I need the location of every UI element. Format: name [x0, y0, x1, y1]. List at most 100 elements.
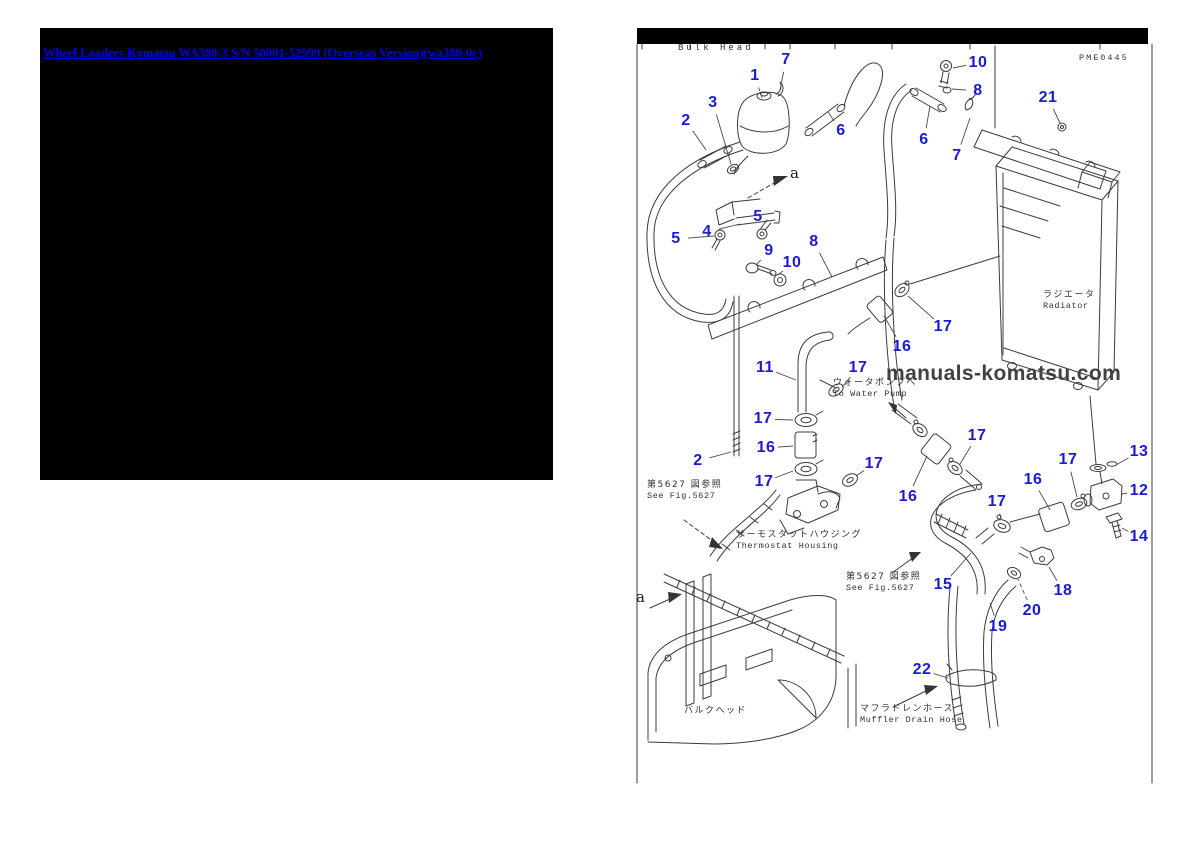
upper-hose-chain: [847, 255, 1001, 335]
diagram-frame: [636, 43, 1153, 784]
part-number-6: 6: [919, 131, 929, 148]
label-japanese: 第5627 図参照: [647, 480, 723, 490]
part-number-17: 17: [754, 473, 774, 490]
part-number-10: 10: [782, 254, 802, 271]
leader-line: [1048, 566, 1058, 581]
label-japanese: マフラドレンホース: [860, 704, 955, 714]
leader-line: [692, 130, 707, 151]
doc-code: PME0445: [1079, 53, 1129, 63]
hose-15: [891, 483, 986, 595]
part-number-16: 16: [756, 439, 776, 456]
drain-valve-chain: [975, 395, 1123, 545]
leader-line: [925, 105, 931, 129]
redacted-diagram-title-bar: [637, 28, 1148, 44]
radiator-box: [995, 146, 1121, 391]
redacted-parts-list-block: [40, 28, 553, 480]
part-number-20: 20: [1022, 602, 1042, 619]
part-number-17: 17: [987, 493, 1007, 510]
part-number-17: 17: [1058, 451, 1078, 468]
part-number-12: 12: [1129, 482, 1149, 499]
leader-line: [1070, 471, 1078, 498]
leader-line: [952, 64, 967, 69]
part-number-16: 16: [898, 488, 918, 505]
leader-lines: [687, 64, 1129, 679]
label-japanese: ウォータポンプへ: [833, 378, 917, 388]
leader-line: [819, 252, 833, 278]
label-japanese: バルクヘッド: [684, 706, 748, 716]
leader-line: [1052, 108, 1061, 124]
leader-line: [718, 223, 741, 230]
leader-line: [779, 71, 785, 91]
leader-line: [776, 371, 797, 381]
hose-11-column: [794, 331, 844, 476]
leader-line: [777, 270, 784, 276]
leader-line: [960, 117, 971, 145]
fitting-18-group: [983, 546, 1055, 633]
section-arrow-a-lower: [649, 592, 682, 609]
leader-line: [758, 87, 763, 99]
part-number-16: 16: [892, 338, 912, 355]
leader-line: [755, 259, 762, 266]
parts-diagram-drawing: [636, 43, 1153, 784]
bracket-plate: [707, 256, 888, 340]
part-number-14: 14: [1129, 528, 1149, 545]
part-number-11: 11: [756, 359, 774, 376]
leader-line: [709, 451, 732, 459]
fitting-cluster: [711, 198, 787, 287]
part-number-5: 5: [753, 208, 763, 225]
label-english: See Fig.5627: [647, 491, 716, 502]
thermostat-housing-shape: [779, 473, 858, 535]
radiator-top-bracket: [883, 45, 1107, 407]
leader-line: [1038, 490, 1051, 511]
part-number-17: 17: [753, 410, 773, 427]
part-number-4: 4: [702, 223, 712, 240]
tube-and-clamp: [697, 145, 740, 175]
label-english: See Fig.5627: [846, 583, 915, 594]
diagram-label-bulk-head-bottom: バルクヘッド: [684, 706, 747, 717]
leader-line: [827, 111, 835, 122]
label-japanese: 第5627 図参照: [846, 572, 922, 582]
model-breadcrumb-link[interactable]: Wheel Loaders Komatsu WA380-3 S/N 50001-…: [43, 46, 482, 60]
bulk-head-label: Bulk Head: [678, 43, 754, 53]
leader-line: [777, 445, 794, 448]
part-number-10: 10: [968, 54, 988, 71]
part-number-18: 18: [1053, 582, 1073, 599]
part-number-17: 17: [848, 359, 868, 376]
part-number-7: 7: [781, 51, 791, 68]
watermark: manuals-komatsu.com: [886, 362, 1122, 385]
leader-line: [1115, 457, 1129, 466]
bulkhead-panel: [647, 573, 857, 745]
water-pump-chain: [888, 402, 983, 491]
part-number-8: 8: [973, 82, 983, 99]
part-number-7: 7: [952, 147, 962, 164]
leader-line: [989, 602, 995, 616]
overflow-hose: [804, 62, 883, 137]
leader-line: [883, 315, 897, 337]
leader-line: [950, 552, 972, 577]
label-japanese: ラジエータ: [1043, 290, 1096, 300]
label-japanese: サーモスタットハウジング: [736, 530, 863, 540]
leader-line: [841, 376, 851, 388]
leader-line: [912, 455, 928, 487]
label-english: To Water Pump: [833, 389, 908, 400]
part-number-21: 21: [1038, 89, 1058, 106]
section-marker-a-0: a: [790, 164, 799, 182]
part-number-22: 22: [912, 661, 932, 678]
part-number-8: 8: [809, 233, 819, 250]
reservoir-tank: [733, 81, 790, 175]
part-number-13: 13: [1129, 443, 1149, 460]
part-number-2: 2: [681, 112, 691, 129]
label-english: Thermostat Housing: [736, 541, 839, 552]
part-number-2: 2: [693, 452, 703, 469]
part-number-5: 5: [671, 230, 681, 247]
label-english: Radiator: [1043, 301, 1089, 312]
label-english: Muffler Drain Hose: [860, 715, 963, 726]
part-number-3: 3: [708, 94, 718, 111]
leader-line: [1017, 578, 1028, 601]
